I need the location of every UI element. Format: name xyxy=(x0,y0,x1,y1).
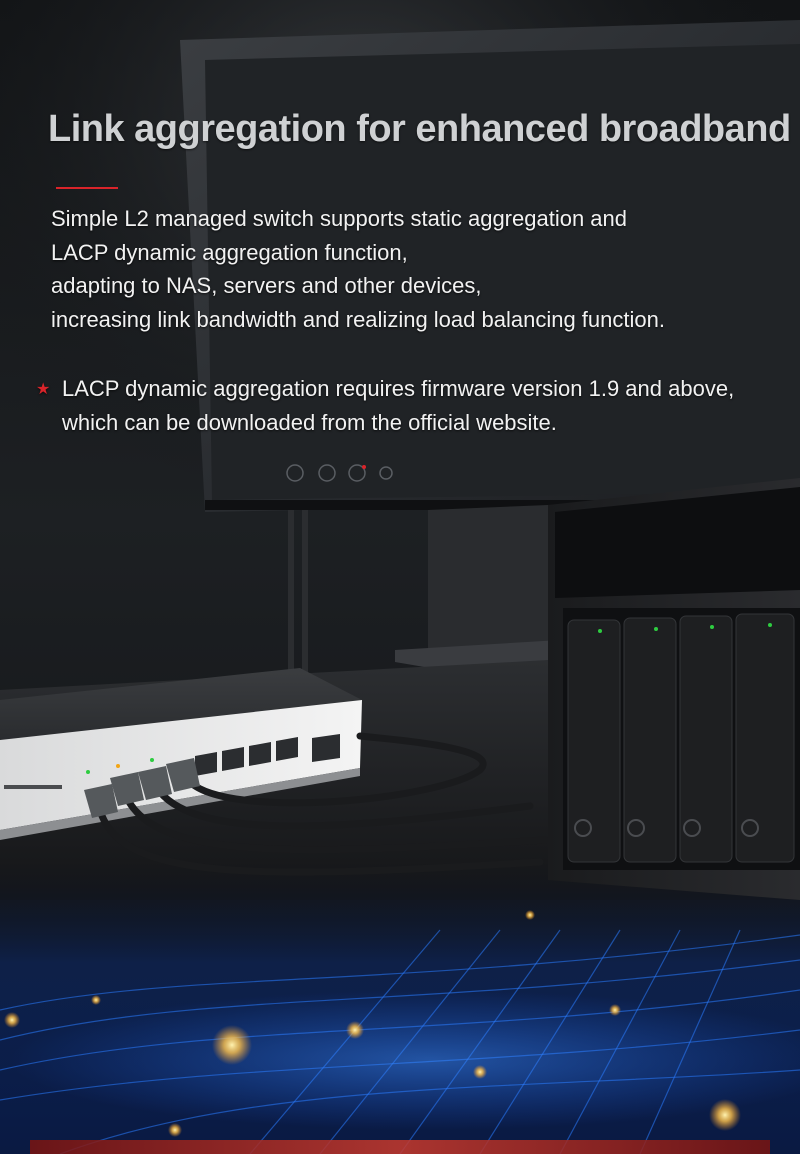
nas-enclosure-illustration xyxy=(548,478,800,900)
ethernet-plugs xyxy=(84,758,200,818)
monitor-illustration xyxy=(180,20,800,690)
description-line: LACP dynamic aggregation function, xyxy=(51,239,408,265)
note-line: which can be downloaded from the officia… xyxy=(62,410,557,435)
star-icon: ★ xyxy=(36,381,51,398)
description-line: adapting to NAS, servers and other devic… xyxy=(51,273,482,298)
description-line: increasing link bandwidth and realizing … xyxy=(51,306,665,332)
note-line: LACP dynamic aggregation requires firmwa… xyxy=(62,376,735,401)
description-line: Simple L2 managed switch supports static… xyxy=(51,206,628,231)
ethernet-cables xyxy=(96,732,549,876)
title-accent-divider xyxy=(56,187,118,189)
firmware-note: ★ LACP dynamic aggregation requires firm… xyxy=(36,372,796,440)
feature-description: Simple L2 managed switch supports static… xyxy=(51,202,791,336)
page-title: Link aggregation for enhanced broadband xyxy=(48,108,791,150)
